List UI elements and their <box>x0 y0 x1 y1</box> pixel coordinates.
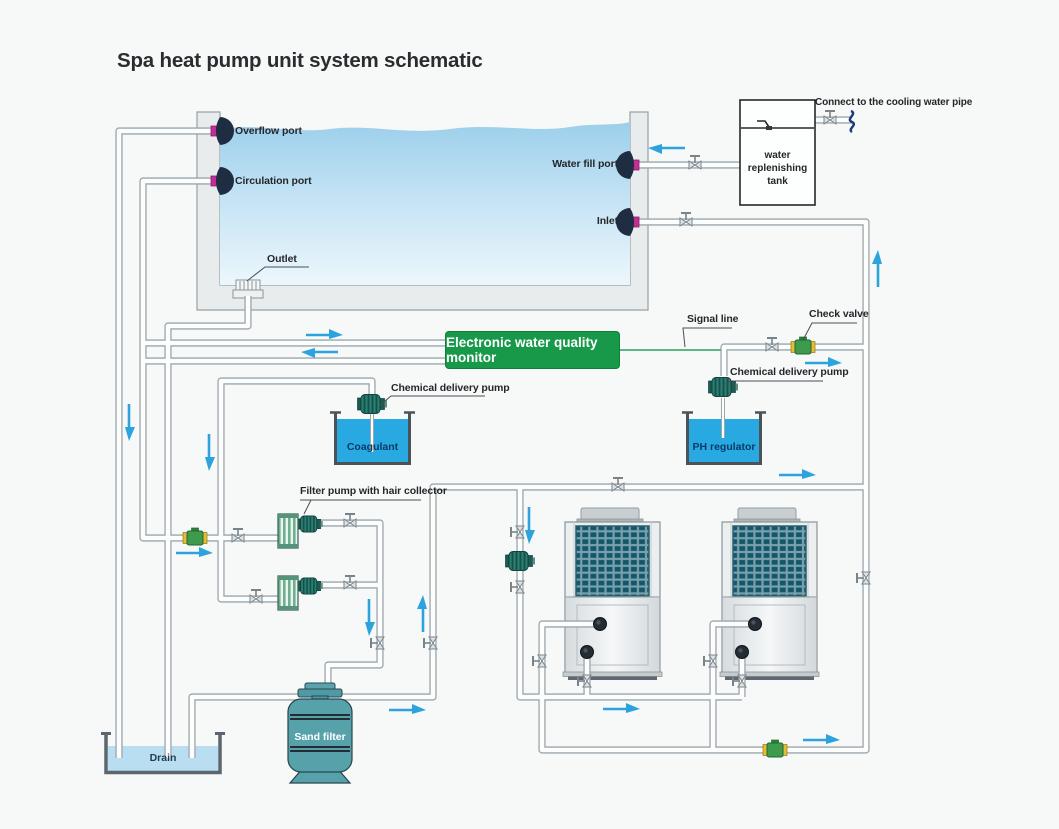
outlet-label: Outlet <box>267 253 297 265</box>
flow-arrow <box>304 327 345 341</box>
inlet-label: Inlet <box>596 215 618 227</box>
chemical-pump-icon-right <box>707 376 739 398</box>
filter-pump-label: Filter pump with hair collector <box>300 485 447 497</box>
water-replenishing-tank <box>739 99 816 206</box>
heat-pump-unit-left <box>562 507 663 681</box>
drain-basin <box>101 732 225 775</box>
circulation-port-label: Circulation port <box>235 175 312 187</box>
water-quality-monitor-label: Electronic water quality monitor <box>446 335 598 365</box>
flow-arrow <box>777 467 818 481</box>
flow-arrow <box>801 732 842 746</box>
water-quality-monitor: Electronic water quality monitor <box>445 331 620 369</box>
callout-leaders <box>246 266 857 515</box>
water-fill-port-label: Water fill port <box>552 158 618 170</box>
pipe-break-symbol <box>848 109 855 134</box>
flow-arrow <box>203 432 217 473</box>
circulating-pump-icon <box>504 550 536 572</box>
hair-collector-upper <box>277 513 299 549</box>
drain-label: Drain <box>149 752 177 764</box>
replenishing-tank-label-line1: water <box>764 150 791 161</box>
pool-water <box>220 122 630 285</box>
flow-arrow <box>523 505 537 546</box>
flow-arrow <box>387 702 428 716</box>
flow-arrow <box>174 545 215 559</box>
flow-arrow <box>299 346 340 360</box>
outlet-fitting <box>232 279 264 299</box>
hp-connector-knob <box>580 645 594 659</box>
check-valve-icon <box>762 739 788 758</box>
chemical-pump-icon-left <box>356 393 388 415</box>
flow-arrow <box>363 597 377 638</box>
hp-connector-knob <box>593 617 607 631</box>
replenishing-tank-label-line2: replenishing tank <box>747 163 808 187</box>
replenishing-tank-label: water replenishing tank <box>739 149 816 188</box>
overflow-port-label: Overflow port <box>235 125 302 137</box>
filter-pump-motor-lower <box>296 577 324 595</box>
coagulant-label: Coagulant <box>346 441 399 453</box>
hair-collector-lower <box>277 575 299 611</box>
flow-arrow <box>415 593 429 634</box>
check-valve-icon <box>182 527 208 546</box>
spa-pool <box>196 111 649 311</box>
chemical-suction-tubes <box>370 398 725 452</box>
ph-regulator-label: PH regulator <box>692 441 756 453</box>
flow-arrow <box>601 701 642 715</box>
hp-connector-knob <box>735 645 749 659</box>
chemical-pump-label-right: Chemical delivery pump <box>730 366 849 378</box>
page-title: Spa heat pump unit system schematic <box>117 49 483 72</box>
flow-arrow <box>123 402 137 443</box>
check-valve-label: Check valve <box>809 308 869 320</box>
chemical-pump-label-left: Chemical delivery pump <box>391 382 510 394</box>
flow-arrow <box>870 248 884 289</box>
filter-pump-motor-upper <box>296 515 324 533</box>
float-valve-icon <box>757 120 770 128</box>
signal-line-label: Signal line <box>687 313 739 325</box>
heat-pump-unit-right <box>719 507 820 681</box>
sand-filter-tank <box>287 682 353 784</box>
flow-arrow <box>646 142 687 156</box>
sand-filter-label: Sand filter <box>294 731 346 743</box>
cooling-pipe-note: Connect to the cooling water pipe <box>815 97 973 108</box>
hp-connector-knob <box>748 617 762 631</box>
